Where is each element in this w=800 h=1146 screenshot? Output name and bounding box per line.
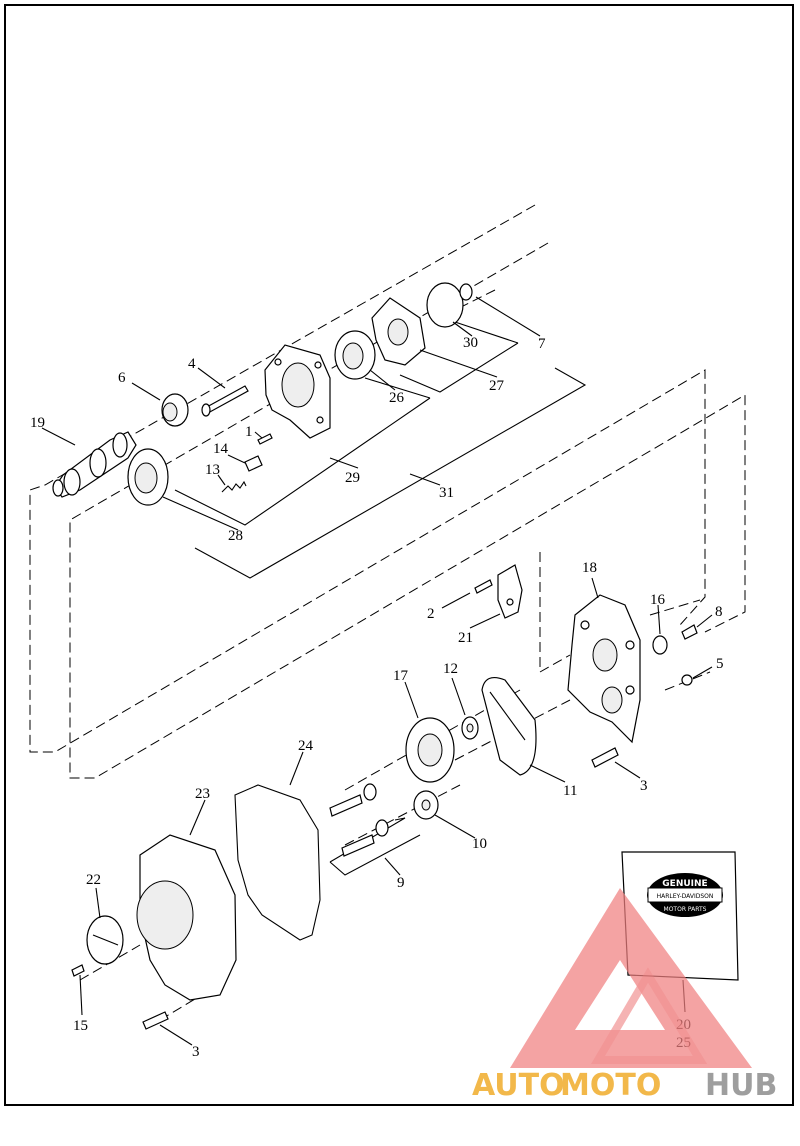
- bolt-kit: [329, 783, 389, 857]
- sprocket-small: [413, 790, 439, 820]
- group-brackets: [174, 321, 587, 876]
- o-ring: [652, 635, 668, 655]
- o-ring-large: [426, 282, 464, 328]
- chain-guide: [497, 564, 523, 619]
- logo-brand: HARLEY-DAVIDSON: [657, 893, 714, 900]
- diagram-frame: [4, 4, 794, 1106]
- label-13: 13: [205, 462, 220, 478]
- camshaft: [52, 431, 137, 498]
- cam-cover: [136, 834, 237, 1001]
- oil-pump-housing: [567, 594, 641, 744]
- ball: [681, 674, 693, 686]
- label-7: 7: [538, 336, 546, 352]
- pump-cover: [371, 297, 426, 366]
- label-12: 12: [443, 661, 458, 677]
- bearing: [161, 393, 189, 427]
- label-5: 5: [716, 656, 724, 672]
- label-14: 14: [213, 441, 229, 457]
- label-30: 30: [463, 335, 478, 351]
- watermark-logo: [510, 888, 752, 1068]
- label-19: 19: [30, 415, 45, 431]
- valve-parts: [221, 433, 273, 493]
- part-number-labels: 1 2 3 3 4 5 6 7 8 9 10 11 12 13 14 15 16…: [30, 335, 724, 1060]
- label-11: 11: [563, 783, 577, 799]
- gerotor-inner: [334, 330, 376, 380]
- gerotor-outer: [127, 448, 169, 506]
- cover-gasket: [234, 784, 321, 941]
- watermark-hub: HUB: [705, 1068, 777, 1103]
- oil-pump-body: [264, 344, 331, 439]
- logo-genuine: GENUINE: [662, 879, 707, 889]
- label-17: 17: [393, 668, 409, 684]
- label-9: 9: [397, 875, 405, 891]
- label-6: 6: [118, 370, 126, 386]
- o-ring-small: [459, 283, 473, 301]
- label-1: 1: [245, 424, 253, 440]
- label-3-right: 3: [640, 778, 648, 794]
- label-21: 21: [458, 630, 473, 646]
- label-16: 16: [650, 592, 666, 608]
- label-23: 23: [195, 786, 210, 802]
- watermark-auto: AUTO: [472, 1068, 565, 1103]
- label-22: 22: [86, 872, 101, 888]
- watermark-moto: MOTO: [560, 1068, 661, 1103]
- logo-motor-parts: MOTOR PARTS: [664, 906, 707, 913]
- label-15: 15: [73, 1018, 88, 1034]
- label-18: 18: [582, 560, 597, 576]
- sprocket-large: [405, 717, 455, 783]
- label-27: 27: [489, 378, 505, 394]
- washer: [461, 716, 479, 740]
- label-24: 24: [298, 738, 314, 754]
- screw-left: [142, 1011, 169, 1030]
- drive-chain: [481, 677, 537, 776]
- screw: [201, 385, 249, 417]
- screw-right: [591, 747, 619, 768]
- leader-lines: [41, 296, 713, 1046]
- label-4: 4: [188, 356, 196, 372]
- label-10: 10: [472, 836, 487, 852]
- timer-plate: [86, 915, 124, 965]
- label-31: 31: [439, 485, 454, 501]
- label-26: 26: [389, 390, 405, 406]
- dowel-pin: [681, 624, 698, 640]
- label-8: 8: [715, 604, 723, 620]
- label-29: 29: [345, 470, 360, 486]
- label-2: 2: [427, 606, 435, 622]
- label-28: 28: [228, 528, 243, 544]
- screw-tiny: [71, 964, 85, 977]
- screw-small: [474, 579, 493, 594]
- label-3-left: 3: [192, 1044, 200, 1060]
